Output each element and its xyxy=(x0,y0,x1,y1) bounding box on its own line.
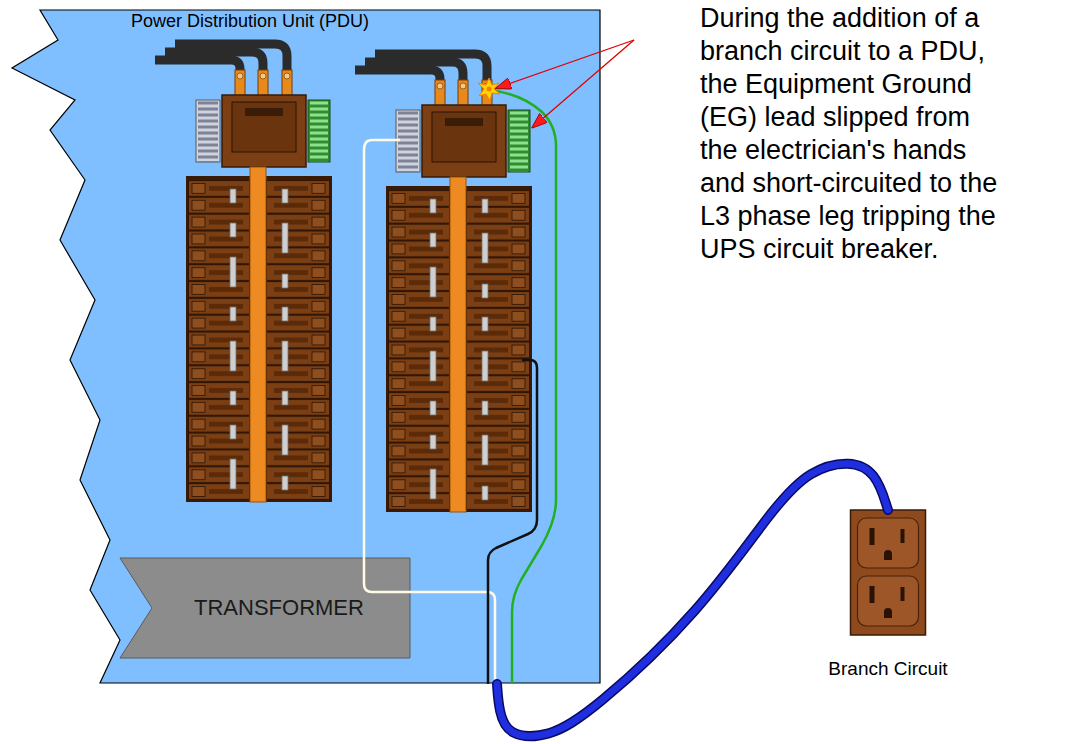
breaker-panel xyxy=(155,44,332,502)
panel-title: Power Distribution Unit (PDU) xyxy=(131,11,369,32)
leader-arrow xyxy=(533,40,634,127)
branch-cable xyxy=(497,464,888,736)
outlet-plate xyxy=(851,510,926,635)
outlet-label: Branch Circuit xyxy=(817,658,959,680)
breaker-panel xyxy=(355,54,532,512)
pdu-housing xyxy=(12,10,600,683)
callout-note: During the addition of a branch circuit … xyxy=(700,2,1002,266)
neutral-wire xyxy=(364,140,495,684)
ground-wire xyxy=(490,90,556,684)
transformer-label: TRANSFORMER xyxy=(194,595,364,621)
ground-hole xyxy=(884,550,892,560)
short-spark xyxy=(478,78,500,101)
transformer-shape xyxy=(120,558,410,658)
outlet-box: Branch Circuit xyxy=(817,510,959,692)
receptacle-slot xyxy=(870,586,875,603)
leader-arrow xyxy=(497,40,634,88)
cable-core xyxy=(497,464,888,736)
transformer-block: TRANSFORMER xyxy=(120,558,410,658)
callout-note-box: During the addition of a branch circuit … xyxy=(700,2,1002,266)
cable-outline xyxy=(497,464,888,736)
receptacle-slot xyxy=(901,529,905,543)
short-spark-core xyxy=(487,87,492,92)
receptacle-face xyxy=(858,518,919,568)
receptacle-slot xyxy=(870,528,875,545)
ground-hole xyxy=(884,608,892,618)
receptacle-slot xyxy=(901,587,905,601)
receptacle-face xyxy=(858,576,919,626)
